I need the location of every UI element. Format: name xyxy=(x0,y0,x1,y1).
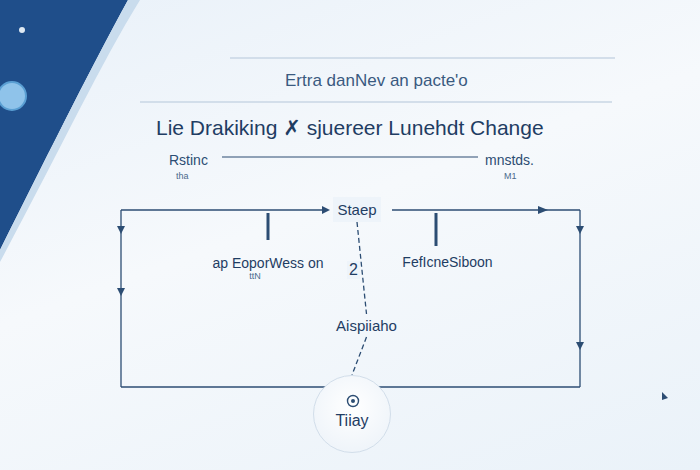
small-icon xyxy=(345,394,361,408)
rule-line xyxy=(222,156,478,157)
rule-line xyxy=(140,101,612,103)
node-text: Staep xyxy=(337,201,376,218)
process-box: ap EoporWess onttN xyxy=(209,252,327,284)
node-text: FefIcneSiboon xyxy=(402,254,492,270)
end-circle: Tiiay xyxy=(313,375,391,453)
flow-frame xyxy=(121,210,580,387)
side-label: mnstds. xyxy=(485,152,534,168)
connector-line xyxy=(352,337,367,375)
node-subtext: ttN xyxy=(249,271,261,281)
header-text: Ertra danNev an pacte'o xyxy=(285,71,468,91)
side-label: Rstinc xyxy=(169,152,208,168)
dot xyxy=(19,27,25,33)
node-text: ap EoporWess on xyxy=(212,255,323,271)
corner-mark xyxy=(662,392,668,400)
water-drop xyxy=(0,82,26,110)
swoosh-edge xyxy=(0,0,140,262)
node-text: Tiiay xyxy=(335,412,368,430)
process-box: Aispiiaho xyxy=(333,314,400,337)
small-note: tha xyxy=(176,171,189,181)
diagram-title: Lie Drakiking ✗ sjuereer Lunehdt Change xyxy=(156,116,544,140)
callout-number: 2 xyxy=(347,261,360,279)
small-note: M1 xyxy=(504,171,517,181)
node-text: Aispiiaho xyxy=(336,317,397,334)
arrowheads xyxy=(117,206,584,350)
process-box: FefIcneSiboon xyxy=(399,251,496,273)
step-label: Staep xyxy=(333,197,381,222)
rule-line xyxy=(230,57,615,59)
